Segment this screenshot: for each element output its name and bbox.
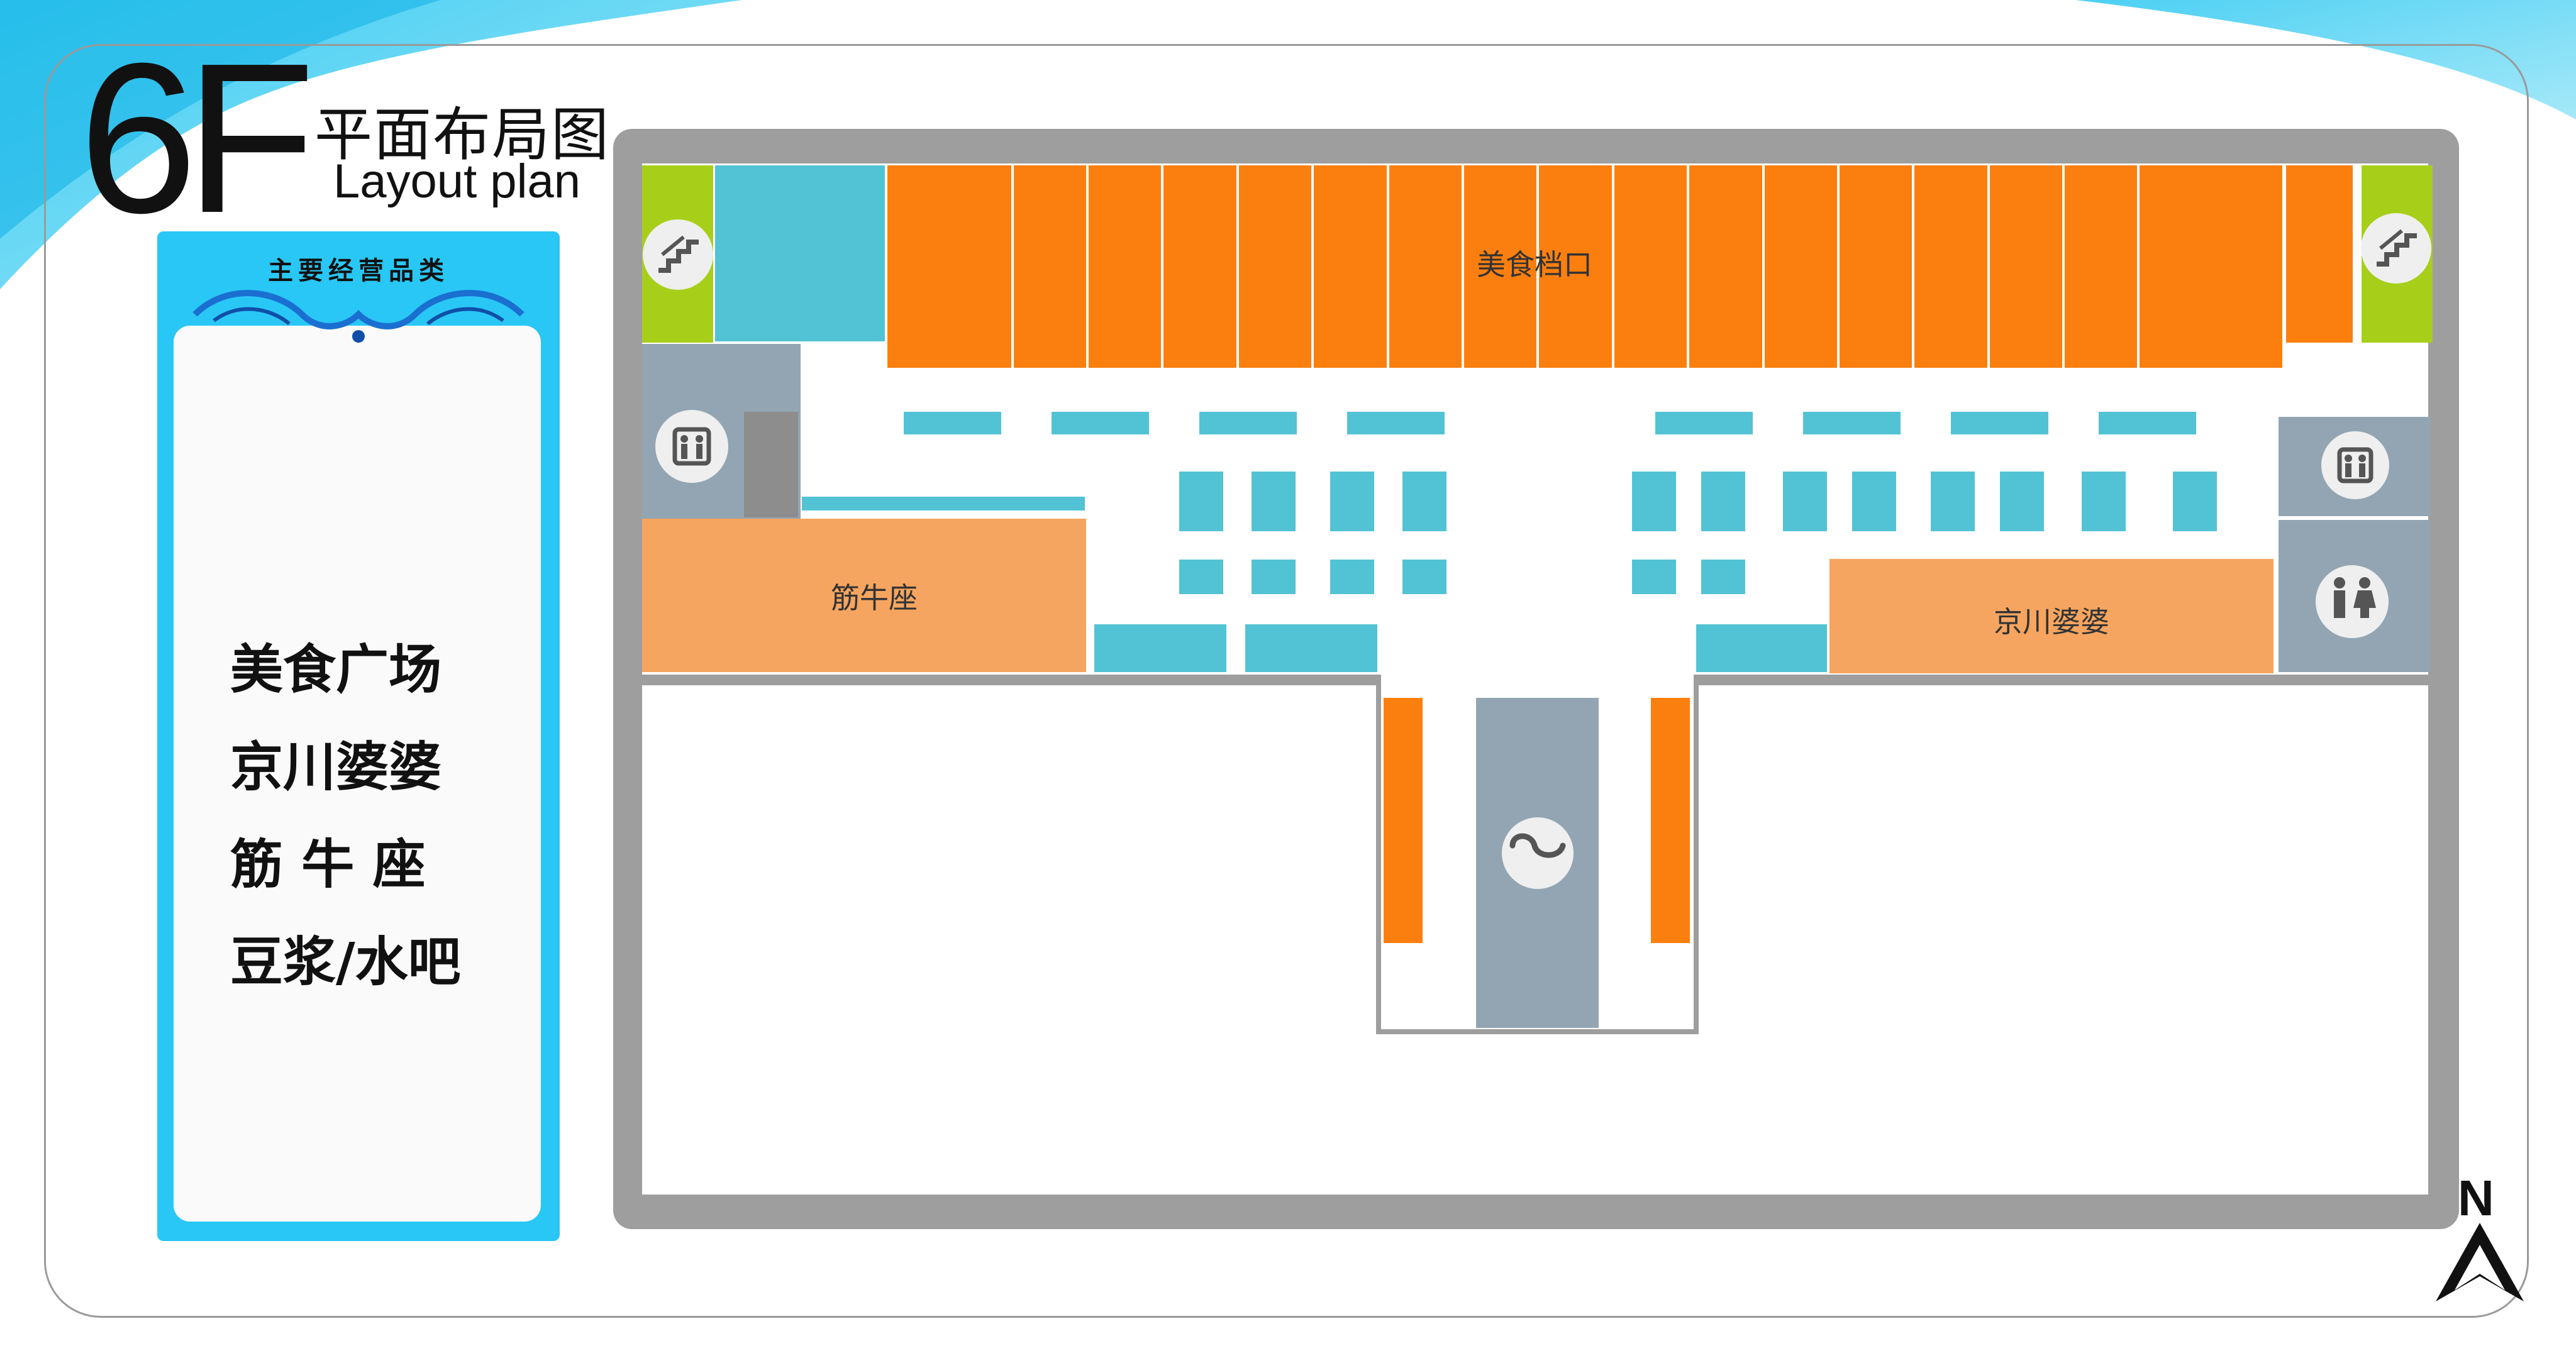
elevator-icon [655,410,728,483]
escalator-icon [1502,817,1574,889]
service-room [744,412,798,517]
corridor-wall [1376,1029,1699,1034]
north-arrow-icon [2436,1223,2524,1301]
inner-wall [1694,675,2431,685]
panel-heading: 主要经营品类 [268,257,449,285]
north-label: N [2458,1170,2494,1226]
category-item: 美食广场 [230,639,442,700]
food-stalls-row [887,165,2353,368]
restaurant-jinniuzuo [642,519,1086,672]
stairs-icon [2361,213,2431,284]
panel-content: 美食广场 京川婆婆 筋 牛 座 豆浆/水吧 [174,326,541,1222]
teal-block [715,165,885,341]
corridor-wall [1376,685,1381,1034]
corridor-wall [1694,685,1699,1034]
page-frame [44,44,2529,1318]
area-label-jinniuzuo: 筋牛座 [831,581,918,615]
category-item: 京川婆婆 [230,736,442,798]
inner-wall [642,675,1381,685]
corridor-stall [1384,698,1423,943]
floor-number: 6F [79,19,316,258]
area-label-jingchuan: 京川婆婆 [1994,605,2109,639]
restaurant-jingchuan [1829,559,2273,673]
floor-plan-map: 美食档口 筋牛座 京川婆婆 [613,129,2459,1229]
title-chinese: 平面布局图 [314,101,611,168]
restroom-icon [2316,565,2389,638]
stairs-icon [643,219,713,290]
category-item: 豆浆/水吧 [230,931,461,993]
corridor-stall [1651,698,1690,943]
ornament-icon [192,290,525,343]
category-panel: 主要经营品类 美食广场 京川婆婆 筋 牛 座 豆浆/水吧 [157,231,560,1241]
area-label-food-stalls: 美食档口 [1477,248,1592,282]
title-english: Layout plan [333,155,580,208]
elevator-icon [2321,431,2389,499]
category-item: 筋 牛 座 [230,834,426,895]
seating-area [802,412,2217,672]
